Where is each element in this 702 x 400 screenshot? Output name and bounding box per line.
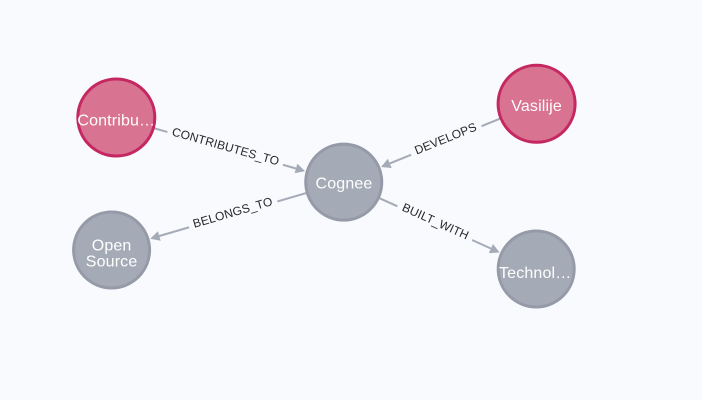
svg-text:Technol…: Technol… — [499, 265, 571, 282]
svg-text:Contribu…: Contribu… — [77, 113, 155, 130]
svg-text:Vasilije: Vasilije — [511, 98, 562, 115]
svg-text:Source: Source — [86, 254, 138, 271]
svg-text:Cognee: Cognee — [316, 175, 373, 192]
svg-text:Open: Open — [92, 238, 132, 255]
